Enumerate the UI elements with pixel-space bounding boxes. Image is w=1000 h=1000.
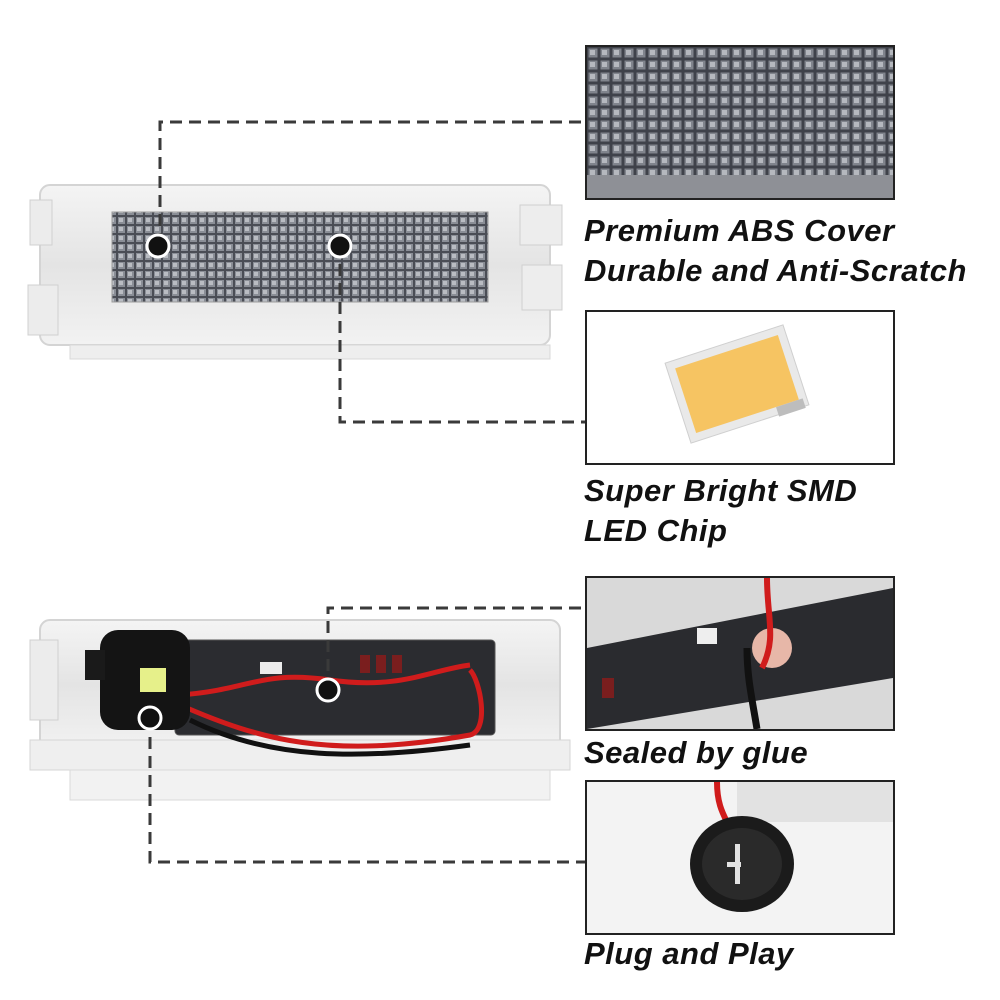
caption-plug: Plug and Play [584, 936, 794, 971]
led-lamp-top [27, 184, 563, 360]
led-lamp-bottom [29, 619, 571, 801]
caption-smd-line2: LED Chip [584, 513, 728, 548]
caption-abs-cover-line1: Premium ABS Cover [584, 213, 895, 248]
callout-lines [148, 120, 586, 864]
callout-markers [137, 233, 353, 731]
caption-abs-cover-line2: Durable and Anti-Scratch [584, 253, 967, 288]
caption-smd-line1: Super Bright SMD [584, 473, 858, 508]
caption-sealed: Sealed by glue [584, 735, 809, 770]
detail-sealed-glue [585, 576, 895, 731]
detail-smd-chip [585, 310, 895, 465]
detail-plug [585, 780, 895, 935]
detail-abs-cover [585, 45, 895, 200]
